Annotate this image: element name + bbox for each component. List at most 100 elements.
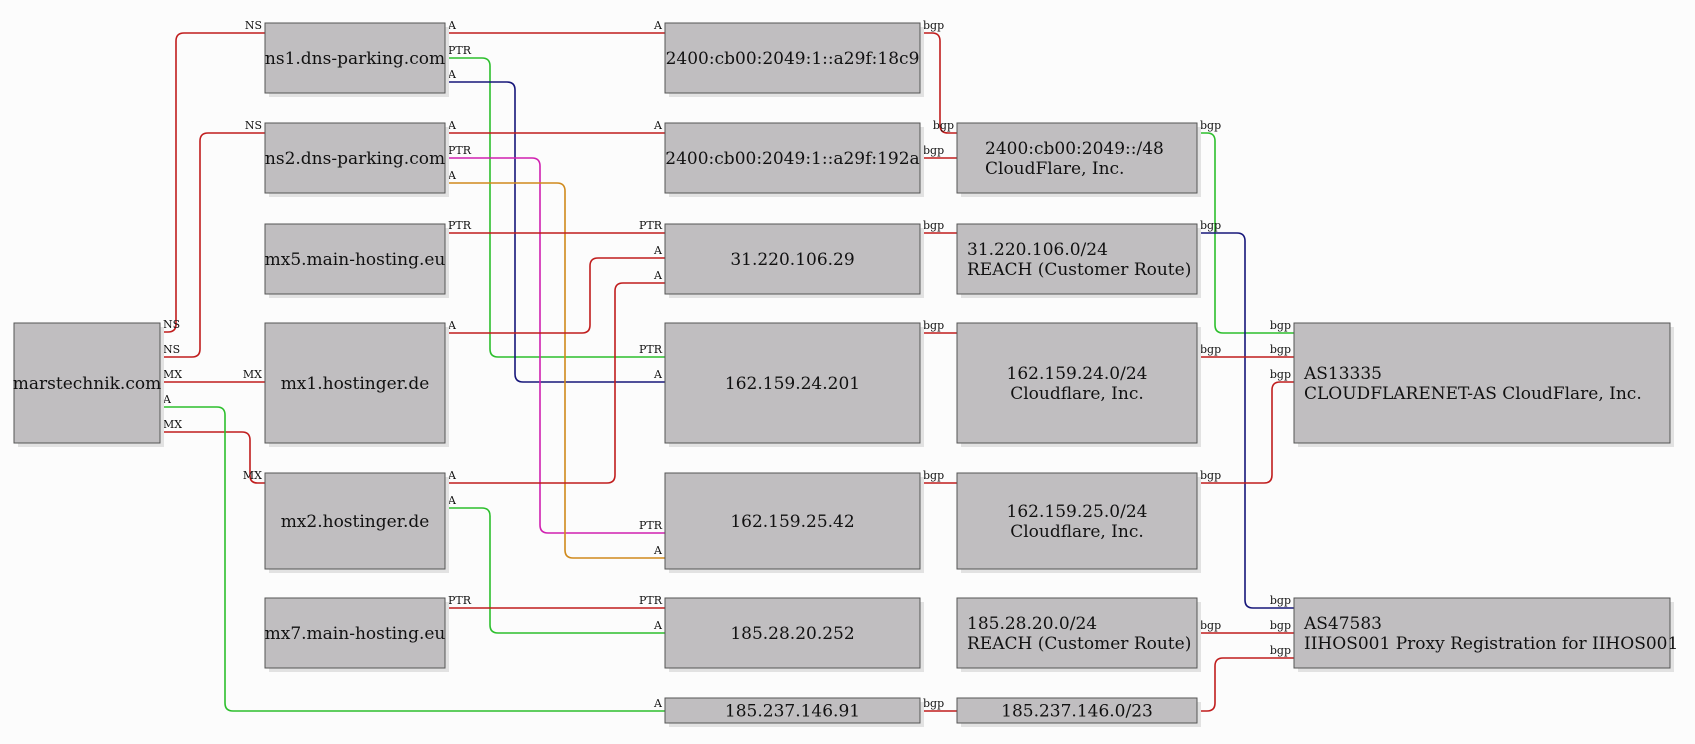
node-label: mx5.main-hosting.eu [265, 250, 446, 270]
node-label: 31.220.106.29 [730, 250, 854, 270]
node-ipCf1: 162.159.24.201 [664, 322, 924, 447]
edge-target-label: bgp [1270, 368, 1291, 381]
node-label: 185.28.20.252 [730, 624, 854, 644]
edge-line [160, 406, 665, 712]
edge-source-label: PTR [448, 44, 472, 57]
edge-target-label: A [653, 244, 663, 257]
edge-target-label: bgp [1270, 319, 1291, 332]
edge-target-label: PTR [639, 594, 663, 607]
node-box [664, 472, 921, 570]
edge-source-label: bgp [923, 469, 944, 482]
node-label: ns1.dns-parking.com [265, 49, 445, 69]
node-label: Cloudflare, Inc. [1010, 522, 1144, 542]
node-box [956, 597, 1198, 669]
edge-line [445, 81, 665, 383]
node-box [264, 322, 446, 444]
nodes-layer: marstechnik.com ns1.dns-parking.com ns2.dn… [13, 22, 1678, 727]
node-label: mx7.main-hosting.eu [265, 624, 446, 644]
edge-source-label: bgp [923, 219, 944, 232]
edge-target-label: A [653, 368, 663, 381]
edge-source-label: A [447, 19, 457, 32]
edge-source-label: bgp [923, 144, 944, 157]
node-label: Cloudflare, Inc. [1010, 384, 1144, 404]
edge-source-label: A [447, 319, 457, 332]
node-label: 31.220.106.0/24 [967, 240, 1108, 260]
edge-line [160, 32, 265, 333]
edge-source-label: bgp [923, 319, 944, 332]
edge-source-label: A [162, 393, 172, 406]
node-box [264, 223, 446, 295]
edge-source-label: A [447, 469, 457, 482]
node-label: AS13335 [1303, 364, 1382, 384]
node-label: REACH (Customer Route) [967, 634, 1191, 654]
node-mx1: mx1.hostinger.de [264, 322, 449, 447]
edge-target-label: bgp [933, 119, 954, 132]
node-mx2: mx2.hostinger.de [264, 472, 449, 573]
edge-line [160, 431, 265, 484]
node-ns1: ns1.dns-parking.com [264, 22, 449, 97]
node-box [13, 322, 161, 444]
node-box [1293, 322, 1671, 444]
node-label: 162.159.25.0/24 [1007, 502, 1148, 522]
edge-target-label: MX [243, 368, 262, 381]
node-label: REACH (Customer Route) [967, 260, 1191, 280]
node-label: 185.28.20.0/24 [967, 614, 1097, 634]
edge-source-label: PTR [448, 219, 472, 232]
edge-target-label: NS [245, 19, 262, 32]
edge-target-label: A [653, 544, 663, 557]
node-label: 162.159.24.0/24 [1007, 364, 1148, 384]
node-box [664, 223, 921, 295]
edge-target-label: PTR [639, 343, 663, 356]
node-mx7: mx7.main-hosting.eu [264, 597, 449, 672]
edge-source-label: A [447, 494, 457, 507]
node-box [264, 22, 446, 94]
edge-source-label: PTR [448, 594, 472, 607]
edge-target-label: NS [245, 119, 262, 132]
node-ip6a: 2400:cb00:2049:1::a29f:18c9 [664, 22, 924, 97]
edge-target-label: bgp [1270, 619, 1291, 632]
node-ip6b: 2400:cb00:2049:1::a29f:192a [664, 122, 924, 197]
edge-line [445, 257, 665, 334]
node-ipHost: 185.237.146.91 [664, 697, 924, 727]
node-mx5: mx5.main-hosting.eu [264, 223, 449, 298]
edge-source-label: MX [163, 368, 182, 381]
node-box [664, 22, 921, 94]
node-box [264, 597, 446, 669]
edge-source-label: bgp [1200, 469, 1221, 482]
edge-source-label: bgp [1200, 119, 1221, 132]
node-label: 2400:cb00:2049:1::a29f:192a [665, 149, 919, 169]
node-label: AS47583 [1303, 614, 1382, 634]
node-label: mx1.hostinger.de [281, 374, 430, 394]
node-box [956, 697, 1198, 724]
node-label: 2400:cb00:2049::/48 [985, 139, 1164, 159]
node-domain: marstechnik.com [13, 322, 164, 447]
edge-line [1197, 232, 1294, 609]
node-pfxHost: 185.237.146.0/23 [956, 697, 1201, 727]
edge-target-label: A [653, 619, 663, 632]
node-label: ns2.dns-parking.com [265, 149, 445, 169]
edge-target-label: bgp [1270, 644, 1291, 657]
edge-line [445, 157, 665, 534]
edge-source-label: A [447, 119, 457, 132]
node-box [956, 472, 1198, 570]
edge-line [445, 507, 665, 634]
edge-line [445, 57, 665, 358]
node-label: CLOUDFLARENET-AS CloudFlare, Inc. [1304, 384, 1642, 404]
node-box [664, 597, 921, 669]
edge-target-label: MX [243, 469, 262, 482]
node-box [264, 122, 446, 194]
edge-line [1197, 657, 1294, 712]
edge-target-label: bgp [1270, 594, 1291, 607]
edge-source-label: PTR [448, 144, 472, 157]
edge-target-label: PTR [639, 219, 663, 232]
node-label: 185.237.146.0/23 [1001, 702, 1153, 722]
node-box [956, 223, 1198, 295]
edge-source-label: NS [163, 318, 180, 331]
edge-source-label: A [447, 68, 457, 81]
node-label: 2400:cb00:2049:1::a29f:18c9 [666, 49, 920, 69]
